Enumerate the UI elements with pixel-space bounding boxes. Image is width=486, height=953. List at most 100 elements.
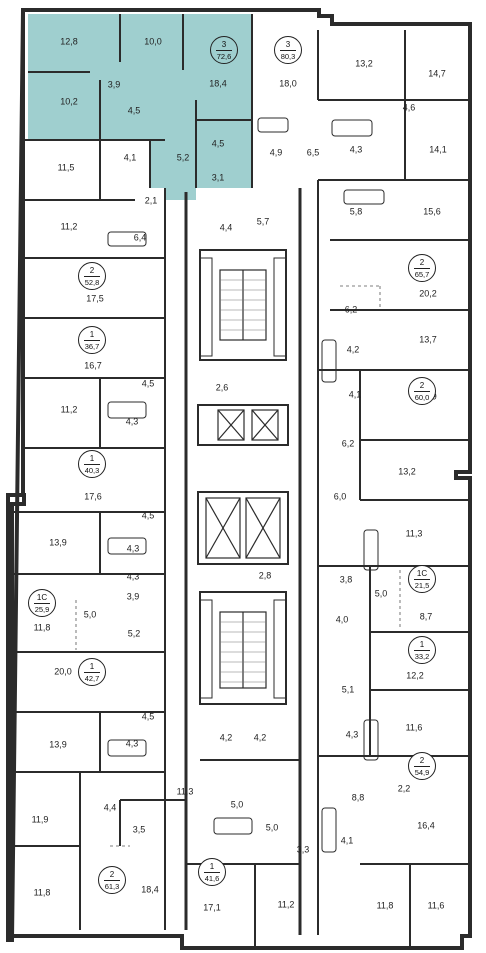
bathtub <box>257 117 289 133</box>
apartment-rooms: 3 <box>285 39 291 49</box>
room-area-label: 2,2 <box>397 783 411 794</box>
room-area-label: 18,0 <box>279 78 297 89</box>
apartment-rooms: 3 <box>221 39 227 49</box>
room-area-label: 4,3 <box>349 144 363 155</box>
room-area-label: 5,2 <box>127 628 141 639</box>
bathtub <box>363 719 379 761</box>
room-area-label: 18,4 <box>141 884 159 895</box>
room-area-label: 4,1 <box>123 152 137 163</box>
room-area-label: 5,0 <box>83 609 97 620</box>
room-area-label: 5,2 <box>176 152 190 163</box>
apartment-area: 80,3 <box>280 51 296 61</box>
room-area-label: 4,5 <box>127 105 141 116</box>
apartment-area: 65,7 <box>414 269 430 279</box>
apartment-rooms: 1С <box>36 592 48 602</box>
marker-divider <box>84 275 100 277</box>
room-area-label: 3,3 <box>296 844 310 855</box>
room-area-label: 4,1 <box>348 389 362 400</box>
marker-divider <box>414 390 430 392</box>
room-area-label: 13,9 <box>49 537 67 548</box>
apartment-rooms: 1 <box>89 329 95 339</box>
room-area-label: 4,5 <box>141 378 155 389</box>
marker-divider <box>414 765 430 767</box>
room-area-label: 6,5 <box>306 147 320 158</box>
apartment-area: 33,2 <box>414 651 430 661</box>
apartment-rooms: 2 <box>419 755 425 765</box>
bathtub <box>107 537 147 555</box>
bathtub <box>321 339 337 383</box>
apartment-rooms: 2 <box>419 380 425 390</box>
room-area-label: 14,1 <box>429 144 447 155</box>
room-area-label: 13,9 <box>49 739 67 750</box>
bathtub <box>343 189 385 205</box>
room-area-label: 20,2 <box>419 288 437 299</box>
room-area-label: 11,3 <box>176 786 194 797</box>
room-area-label: 4,3 <box>125 738 139 749</box>
room-area-label: 5,1 <box>341 684 355 695</box>
apartment-rooms: 2 <box>109 869 115 879</box>
marker-divider <box>84 463 100 465</box>
room-area-label: 4,3 <box>126 571 140 582</box>
apartment-area: 41,6 <box>204 873 220 883</box>
room-area-label: 2,1 <box>144 195 158 206</box>
room-area-label: 4,9 <box>269 147 283 158</box>
apartment-rooms: 1 <box>89 453 95 463</box>
room-area-label: 13,7 <box>419 334 437 345</box>
room-area-label: 6,2 <box>341 438 355 449</box>
room-area-label: 11,8 <box>33 622 51 633</box>
room-area-label: 10,0 <box>144 36 162 47</box>
marker-divider <box>216 49 232 51</box>
room-area-label: 20,0 <box>54 666 72 677</box>
bathtub <box>107 231 147 247</box>
room-area-label: 3,1 <box>211 172 225 183</box>
room-area-label: 12,2 <box>406 670 424 681</box>
room-area-label: 18,4 <box>209 78 227 89</box>
elevator-shaft <box>245 497 281 559</box>
room-area-label: 4,4 <box>219 222 233 233</box>
room-area-label: 11,2 <box>60 404 78 415</box>
room-area-label: 17,6 <box>84 491 102 502</box>
room-area-label: 4,3 <box>125 416 139 427</box>
room-area-label: 11,6 <box>405 722 423 733</box>
bathtub <box>213 817 253 835</box>
room-area-label: 11,6 <box>427 900 445 911</box>
marker-divider <box>414 267 430 269</box>
room-area-label: 11,8 <box>376 900 394 911</box>
bathtub <box>331 119 373 137</box>
room-area-label: 4,1 <box>340 835 354 846</box>
apartment-area: 61,3 <box>104 881 120 891</box>
apartment-area: 72,6 <box>216 51 232 61</box>
apartment-rooms: 2 <box>89 265 95 275</box>
room-area-label: 8,8 <box>351 792 365 803</box>
apartment-rooms: 2 <box>419 257 425 267</box>
apartment-area: 42,7 <box>84 673 100 683</box>
room-area-label: 3,5 <box>132 824 146 835</box>
marker-divider <box>104 879 120 881</box>
room-area-label: 15,6 <box>423 206 441 217</box>
room-area-label: 4,5 <box>211 138 225 149</box>
marker-divider <box>84 671 100 673</box>
room-area-label: 11,2 <box>60 221 78 232</box>
room-area-label: 3,8 <box>339 574 353 585</box>
room-area-label: 5,7 <box>256 216 270 227</box>
room-area-label: 4,5 <box>141 510 155 521</box>
room-area-label: 4,0 <box>335 614 349 625</box>
room-area-label: 13,2 <box>355 58 373 69</box>
apartment-rooms: 1С <box>416 568 428 578</box>
room-area-label: 4,2 <box>253 732 267 743</box>
